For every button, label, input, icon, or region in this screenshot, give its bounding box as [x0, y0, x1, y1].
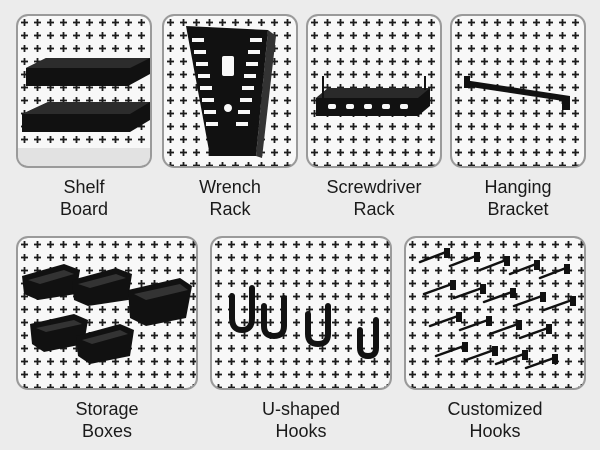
shelf-board-image [18, 16, 150, 166]
tile-shelf-board [16, 14, 152, 168]
label-wrench-rack: Wrench Rack [162, 176, 298, 220]
label-shelf-board: Shelf Board [16, 176, 152, 220]
label-line2: Boxes [81, 421, 133, 441]
label-line1: Wrench [199, 177, 261, 197]
storage-boxes-image [18, 238, 196, 388]
label-customized-hooks: Customized Hooks [404, 398, 586, 442]
label-line1: Storage [75, 399, 139, 419]
tile-u-shaped-hooks [210, 236, 392, 390]
hanging-bracket-image [452, 16, 584, 166]
customized-hooks-image [406, 238, 584, 388]
tile-hanging-bracket [450, 14, 586, 168]
label-line2: Bracket [487, 199, 549, 219]
label-storage-boxes: Storage Boxes [16, 398, 198, 442]
label-line2: Hooks [469, 421, 521, 441]
u-shaped-hooks-image [212, 238, 390, 388]
tile-screwdriver-rack [306, 14, 442, 168]
wrench-rack-image [164, 16, 296, 166]
label-screwdriver-rack: Screwdriver Rack [306, 176, 442, 220]
label-line2: Rack [209, 199, 251, 219]
label-line2: Hooks [275, 421, 327, 441]
label-line1: Hanging [484, 177, 552, 197]
label-u-shaped-hooks: U-shaped Hooks [210, 398, 392, 442]
screwdriver-rack-image [308, 16, 440, 166]
label-line2: Rack [353, 199, 395, 219]
label-line1: Customized [447, 399, 543, 419]
tile-wrench-rack [162, 14, 298, 168]
label-line1: U-shaped [261, 399, 341, 419]
label-hanging-bracket: Hanging Bracket [450, 176, 586, 220]
tile-storage-boxes [16, 236, 198, 390]
tile-customized-hooks [404, 236, 586, 390]
label-line2: Board [59, 199, 109, 219]
label-line1: Screwdriver [326, 177, 422, 197]
label-line1: Shelf [63, 177, 105, 197]
